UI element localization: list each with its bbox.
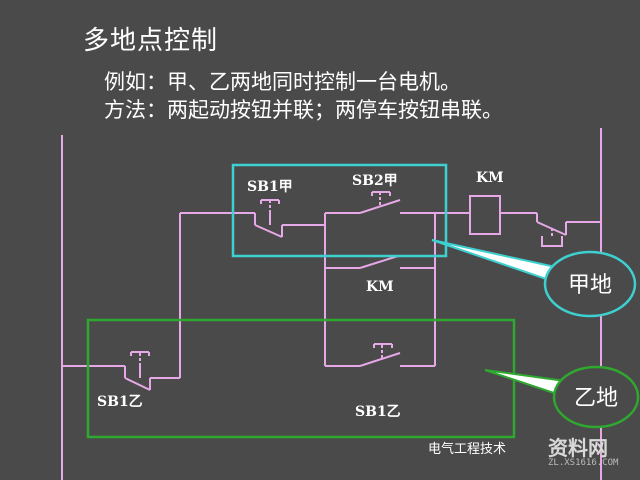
km-coil-label: KM	[476, 170, 504, 186]
watermark-text: 电气工程技术	[428, 442, 507, 457]
jia-callout-bubble	[543, 250, 637, 318]
example-text: 例如：甲、乙两地同时控制一台电机。	[104, 70, 461, 94]
sb1-yi-stop-label: SB1乙	[97, 394, 143, 410]
km-holding-contact	[325, 255, 435, 269]
jia-callout-pointer	[431, 239, 562, 284]
sb1-jia-label: SB1甲	[247, 179, 293, 195]
jia-location-box	[231, 163, 448, 258]
sb1-jia-stop-button	[254, 199, 283, 238]
yi-callout-bubble	[552, 365, 640, 429]
sb1-yi-start-button	[325, 343, 435, 367]
yi-callout-text: 乙地	[574, 386, 618, 411]
sb2-jia-label: SB2甲	[352, 173, 398, 189]
sb1-yi-start-label: SB1乙	[355, 404, 401, 420]
sb1-yi-stop-button	[124, 351, 151, 391]
km-contact-label: KM	[366, 279, 394, 295]
km-coil	[469, 195, 501, 235]
yi-callout-pointer	[484, 369, 567, 397]
method-text: 方法：两起动按钮并联；两停车按钮串联。	[104, 98, 503, 122]
sb2-jia-start-button	[359, 191, 401, 214]
watermark-logo: 资料网	[548, 436, 608, 460]
thermal-overload-contact	[536, 213, 567, 247]
page-title: 多地点控制	[83, 26, 219, 56]
jia-callout-text: 甲地	[568, 273, 612, 298]
watermark-url: ZL.XS1616.COM	[548, 458, 619, 468]
